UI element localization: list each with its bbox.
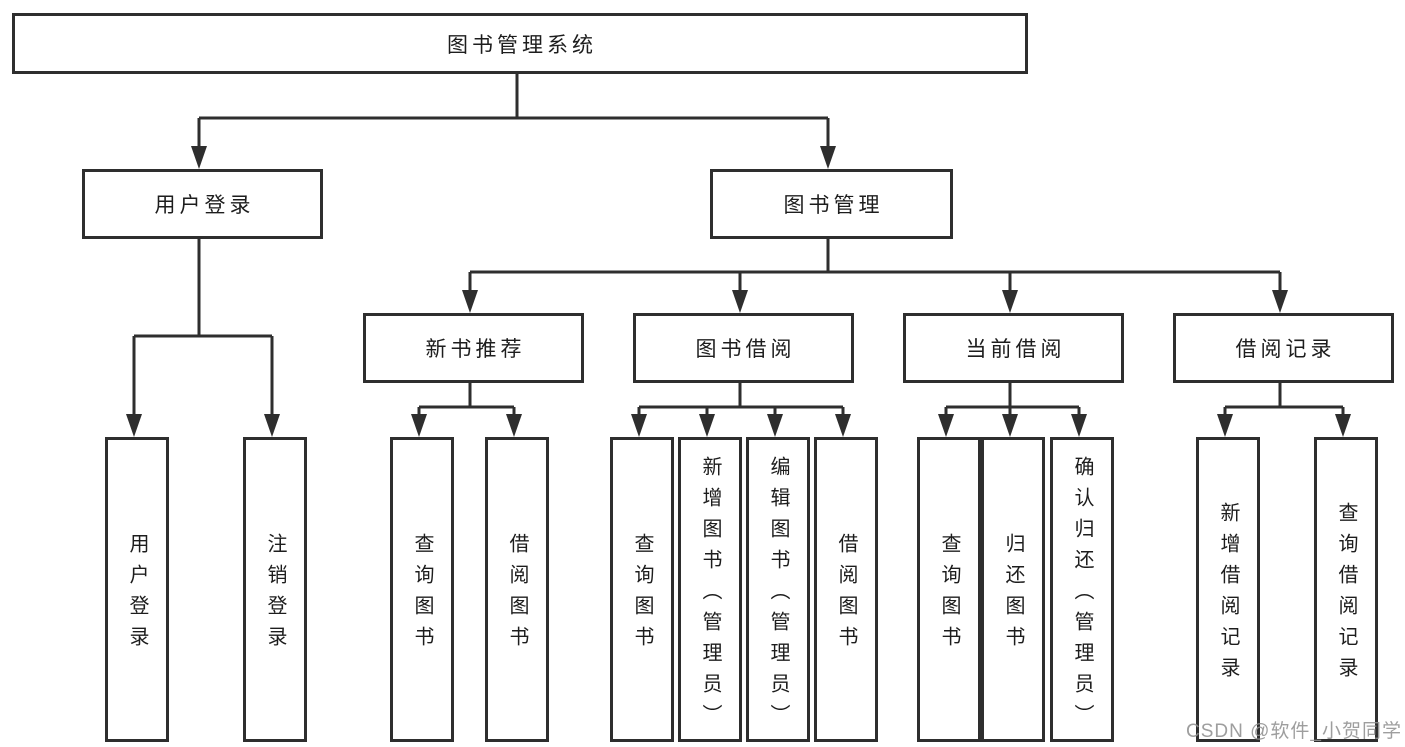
arrowhead (1002, 414, 1018, 437)
node-label: 归还图书 (1002, 533, 1024, 657)
node-label: 确认归还（管理员） (1071, 455, 1093, 735)
node-label: 图书管理系统 (447, 33, 597, 57)
csdn-watermark: CSDN @软件_小贺同学 (1186, 721, 1402, 742)
connector-spines (134, 68, 1343, 409)
leaf-edit-book-admin: 编辑图书（管理员） (746, 437, 810, 742)
arrowhead (462, 290, 478, 313)
arrowhead (631, 414, 647, 437)
leaf-add-book-admin: 新增图书（管理员） (678, 437, 742, 742)
leaf-add-borrow-record: 新增借阅记录 (1196, 437, 1260, 742)
arrowhead (1217, 414, 1233, 437)
arrowhead (820, 146, 836, 169)
arrowhead (767, 414, 783, 437)
node-label: 图书管理 (783, 194, 884, 217)
arrowhead (1335, 414, 1351, 437)
arrowhead (191, 146, 207, 169)
leaf-borrow-books-borrowing: 借阅图书 (814, 437, 878, 742)
leaf-query-borrow-record: 查询借阅记录 (1314, 437, 1378, 742)
node-library-management-system: 图书管理系统 (12, 13, 1028, 74)
arrowheads (126, 146, 1351, 437)
node-label: 当前借阅 (965, 338, 1066, 361)
arrowhead (732, 290, 748, 313)
leaf-user-login: 用户登录 (105, 437, 169, 742)
arrowhead (1071, 414, 1087, 437)
node-new-book-recommendation: 新书推荐 (363, 313, 584, 383)
node-label: 新增图书（管理员） (699, 455, 721, 735)
arrowhead (699, 414, 715, 437)
node-label: 编辑图书（管理员） (767, 455, 789, 735)
leaf-return-books: 归还图书 (981, 437, 1045, 742)
leaf-query-books-recommend: 查询图书 (390, 437, 454, 742)
leaf-borrow-books-recommend: 借阅图书 (485, 437, 549, 742)
arrowhead (411, 414, 427, 437)
arrowhead (938, 414, 954, 437)
node-label: 新增借阅记录 (1217, 502, 1239, 688)
node-label: 查询图书 (411, 533, 433, 657)
node-current-borrowing: 当前借阅 (903, 313, 1124, 383)
leaf-confirm-return-admin: 确认归还（管理员） (1050, 437, 1114, 742)
leaf-query-books-current: 查询图书 (917, 437, 981, 742)
node-label: 查询图书 (938, 533, 960, 657)
node-book-borrowing: 图书借阅 (633, 313, 854, 383)
node-label: 图书借阅 (695, 338, 796, 361)
node-label: 注销登录 (264, 533, 286, 657)
node-label: 借阅记录 (1235, 338, 1336, 361)
arrowhead (835, 414, 851, 437)
node-label: 新书推荐 (425, 338, 526, 361)
arrowhead (1272, 290, 1288, 313)
node-book-management: 图书管理 (710, 169, 953, 239)
node-label: 用户登录 (126, 533, 148, 657)
node-borrowing-records: 借阅记录 (1173, 313, 1394, 383)
arrowhead (1002, 290, 1018, 313)
arrowhead (506, 414, 522, 437)
node-label: 用户登录 (154, 194, 255, 217)
leaf-query-books-borrowing: 查询图书 (610, 437, 674, 742)
arrowhead (264, 414, 280, 437)
leaf-logout: 注销登录 (243, 437, 307, 742)
node-label: 借阅图书 (835, 533, 857, 657)
node-label: 借阅图书 (506, 533, 528, 657)
node-label: 查询借阅记录 (1335, 502, 1357, 688)
arrowhead (126, 414, 142, 437)
node-user-login: 用户登录 (82, 169, 323, 239)
node-label: 查询图书 (631, 533, 653, 657)
